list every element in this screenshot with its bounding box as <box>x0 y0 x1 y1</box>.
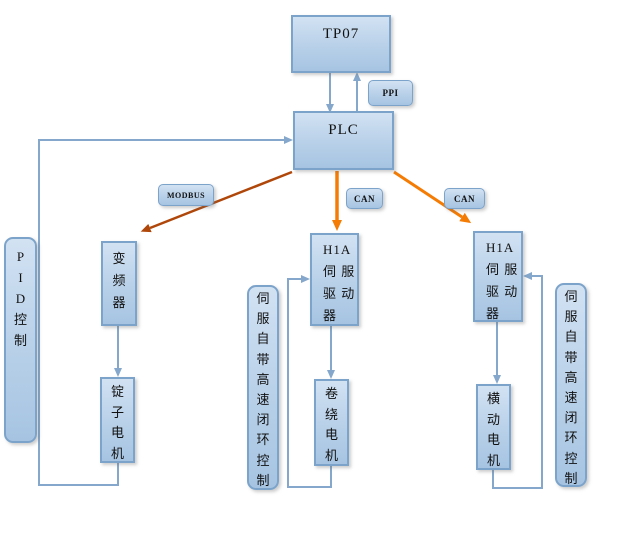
node-servo-drive-mid: H1A 伺 服 驱 动 器 <box>310 233 359 326</box>
connector-traverse-feedback-loop <box>492 272 543 489</box>
node-spindle-motor: 锭 子 电 机 <box>100 377 135 463</box>
node-servo-drive-right: H1A 伺 服 驱 动 器 <box>473 231 523 322</box>
connector-plc-to-inverter <box>140 170 293 233</box>
node-winding-motor: 卷 绕 电 机 <box>314 379 349 466</box>
connector-pid-feedback-to-plc <box>38 136 293 486</box>
node-traverse-motor: 横 动 电 机 <box>476 384 511 470</box>
connector-winding-feedback-loop <box>287 275 332 488</box>
node-plc: PLC <box>293 111 394 170</box>
node-pid-control: P I D 控 制 <box>4 237 37 443</box>
edge-label-can-mid: CAN <box>346 188 383 209</box>
edge-label-ppi: PPI <box>368 80 413 106</box>
node-servo-closed-loop-right: 伺 服 自 带 高 速 闭 环 控 制 <box>555 283 587 487</box>
node-tp07: TP07 <box>291 15 391 73</box>
edge-label-modbus: MODBUS <box>158 184 214 206</box>
connector-plc-to-servo-right <box>393 170 472 224</box>
node-inverter: 变 频 器 <box>101 241 137 326</box>
edge-label-can-right: CAN <box>444 188 485 209</box>
node-servo-closed-loop-mid: 伺 服 自 带 高 速 闭 环 控 制 <box>247 285 279 490</box>
